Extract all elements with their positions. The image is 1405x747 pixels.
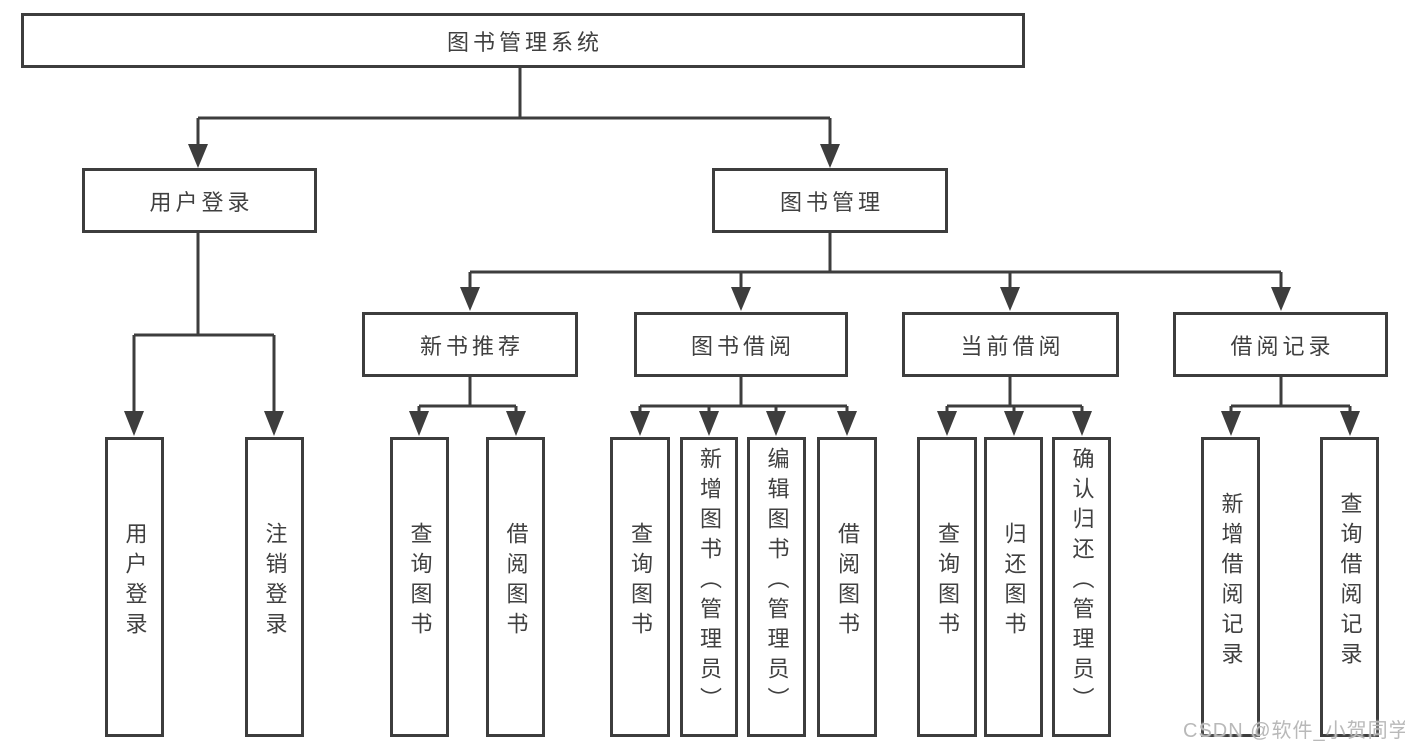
node-label: 图书管理 (779, 189, 884, 215)
node-label: 注销登录 (262, 522, 288, 642)
node-label: 借阅图书 (835, 522, 860, 642)
node-label: 新增借阅记录 (1218, 492, 1244, 672)
node-label: 借阅记录 (1230, 333, 1335, 359)
leaf-add-book-admin: 新增图书（管理员） (680, 437, 738, 737)
leaf-return-book: 归还图书 (984, 437, 1043, 737)
node-new-book-recommend: 新书推荐 (362, 312, 578, 377)
node-book-management: 图书管理 (712, 168, 948, 233)
node-label: 编辑图书（管理员） (764, 447, 790, 717)
leaf-query-book-current: 查询图书 (917, 437, 977, 737)
leaf-borrow-book: 借阅图书 (817, 437, 877, 737)
node-borrow-records: 借阅记录 (1173, 312, 1388, 377)
node-label: 查询借阅记录 (1337, 492, 1363, 672)
node-book-borrow: 图书借阅 (634, 312, 848, 377)
leaf-borrow-book-recommend: 借阅图书 (486, 437, 545, 737)
node-user-login: 用户登录 (82, 168, 317, 233)
node-label: 用户登录 (122, 522, 148, 642)
node-current-borrow: 当前借阅 (902, 312, 1119, 377)
node-label: 用户登录 (149, 189, 254, 215)
node-label: 确认归还（管理员） (1069, 447, 1095, 717)
leaf-user-login: 用户登录 (105, 437, 164, 737)
node-label: 查询图书 (935, 522, 960, 642)
node-label: 图书管理系统 (446, 29, 603, 55)
node-label: 当前借阅 (960, 333, 1065, 359)
leaf-query-book-recommend: 查询图书 (390, 437, 449, 737)
csdn-watermark: CSDN @软件_小贺同学 (1183, 720, 1405, 742)
node-label: 借阅图书 (503, 522, 529, 642)
node-label: 新增图书（管理员） (697, 447, 722, 717)
leaf-confirm-return-admin: 确认归还（管理员） (1052, 437, 1111, 737)
leaf-logout-login: 注销登录 (245, 437, 304, 737)
node-root: 图书管理系统 (21, 13, 1025, 68)
leaf-add-borrow-record: 新增借阅记录 (1201, 437, 1260, 737)
leaf-query-book-borrow: 查询图书 (610, 437, 670, 737)
leaf-edit-book-admin: 编辑图书（管理员） (747, 437, 806, 737)
node-label: 查询图书 (407, 522, 433, 642)
node-label: 查询图书 (628, 522, 653, 642)
leaf-query-borrow-record: 查询借阅记录 (1320, 437, 1379, 737)
node-label: 图书借阅 (690, 333, 795, 359)
node-label: 新书推荐 (419, 333, 524, 359)
node-label: 归还图书 (1001, 522, 1027, 642)
